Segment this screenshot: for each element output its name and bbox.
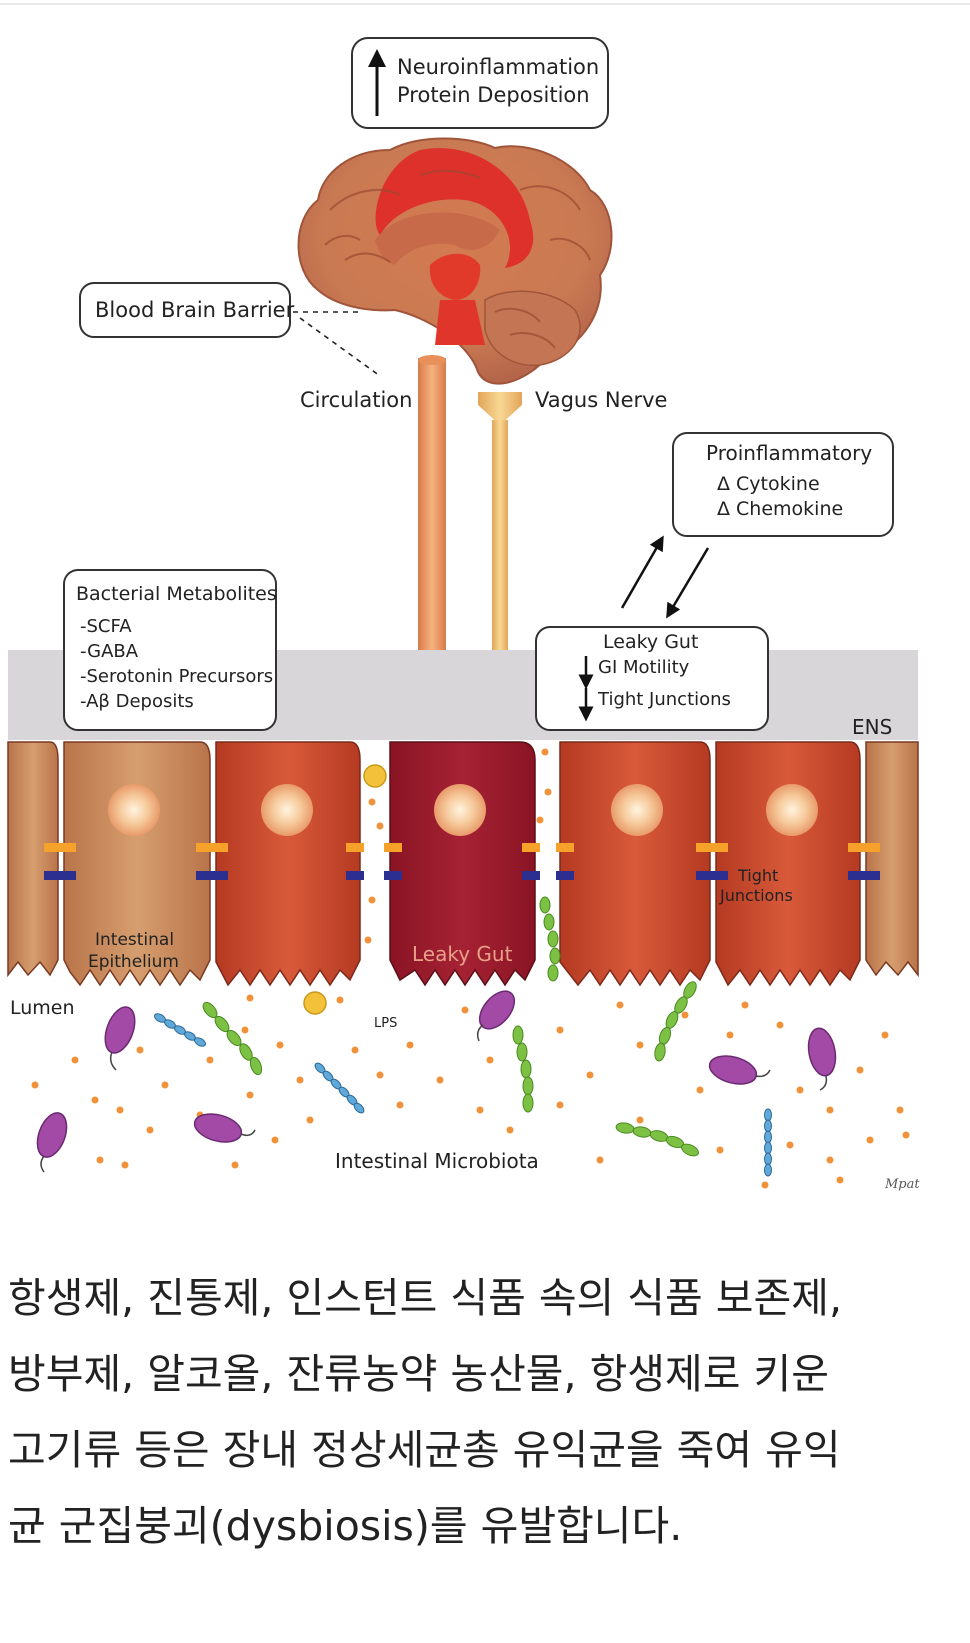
down-diagonal-arrow-icon	[666, 547, 710, 619]
epithelium-label-line2: Epithelium	[88, 952, 179, 972]
neuroinflammation-box: Neuroinflammation Protein Deposition	[351, 37, 609, 129]
leaky-box-line2: Tight Junctions	[597, 689, 731, 710]
lps-label: LPS	[374, 1016, 397, 1031]
bacterial-metabolites-box: Bacterial Metabolites -SCFA -GABA -Serot…	[63, 569, 277, 731]
circulation-vessel	[418, 358, 446, 658]
leaking-particles	[363, 748, 561, 982]
metabolites-title: Bacterial Metabolites	[76, 583, 277, 605]
caption-line: 방부제, 알코올, 잔류농약 농산물, 항생제로 키운	[8, 1350, 829, 1398]
leaky-cell-label: Leaky Gut	[412, 942, 513, 966]
up-diagonal-arrow-icon	[620, 535, 664, 609]
vagus-nerve	[492, 420, 508, 685]
tight-label-line1: Tight	[737, 866, 778, 885]
metabolite-item: -SCFA	[80, 616, 132, 637]
leaky-box-line1: GI Motility	[598, 657, 690, 678]
tight-junctions	[44, 843, 880, 880]
metabolite-item: -GABA	[80, 641, 139, 662]
blood-brain-barrier-box: Blood Brain Barrier	[79, 282, 381, 377]
bacteria	[36, 981, 837, 1177]
leaky-gut-box: Leaky Gut GI Motility Tight Junctions	[535, 626, 769, 731]
proinflammatory-line1: Δ Cytokine	[717, 473, 820, 495]
vagus-nerve-head	[478, 392, 522, 425]
caption: 항생제, 진통제, 인스턴트 식품 속의 식품 보존제, 방부제, 알코올, 잔…	[8, 1260, 958, 1564]
intestinal-epithelium	[7, 741, 919, 987]
caption-line: 고기류 등은 장내 정상세균총 유익균을 죽여 유익	[8, 1426, 841, 1474]
proinflammatory-line2: Δ Chemokine	[717, 498, 843, 520]
caption-line: 항생제, 진통제, 인스턴트 식품 속의 식품 보존제,	[8, 1274, 842, 1322]
artist-signature: Mpat	[884, 1177, 920, 1192]
proinflammatory-box: Proinflammatory Δ Cytokine Δ Chemokine	[672, 432, 894, 537]
top-box-line2: Protein Deposition	[397, 83, 590, 107]
circulation-label: Circulation	[300, 388, 412, 412]
caption-line: 균 군집붕괴(dysbiosis)를 유발합니다.	[8, 1502, 683, 1550]
epithelium-label-line1: Intestinal	[95, 930, 174, 950]
proinflammatory-title: Proinflammatory	[706, 441, 872, 465]
bbb-label: Blood Brain Barrier	[95, 298, 295, 322]
lumen-label: Lumen	[10, 997, 75, 1019]
vagus-label: Vagus Nerve	[535, 388, 667, 412]
top-box-line1: Neuroinflammation	[397, 55, 599, 79]
ens-label: ENS	[852, 715, 892, 739]
metabolite-item: -Aβ Deposits	[80, 691, 194, 712]
lps-particles	[31, 994, 910, 1189]
metabolite-particle	[303, 991, 327, 1015]
tight-label-line2: Junctions	[719, 886, 793, 905]
microbiota-label: Intestinal Microbiota	[335, 1149, 539, 1173]
leaky-box-title: Leaky Gut	[603, 631, 698, 653]
gut-brain-axis-diagram: Neuroinflammation Protein Deposition Blo…	[0, 3, 970, 1192]
brain	[297, 137, 613, 385]
metabolite-item: -Serotonin Precursors	[80, 666, 273, 687]
